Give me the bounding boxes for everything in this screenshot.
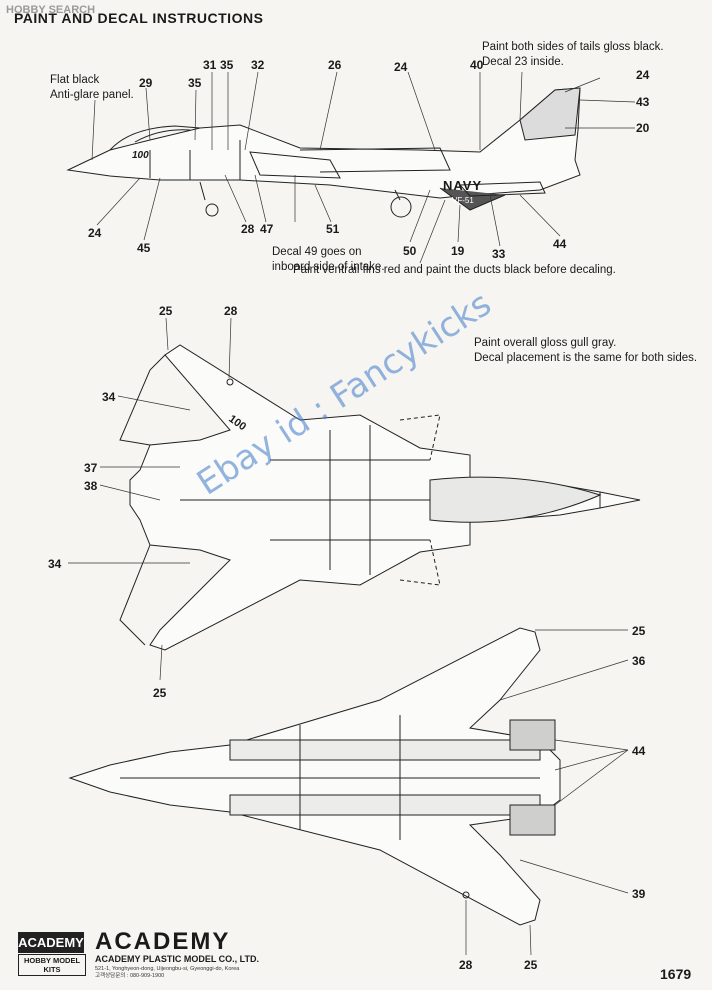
callout-43: 43 <box>636 95 650 109</box>
callout-28-top: 28 <box>224 304 238 318</box>
side-view-drawing <box>66 87 581 218</box>
callout-25: 25 <box>159 304 173 318</box>
callout-51: 51 <box>326 222 340 236</box>
callout-36: 36 <box>632 654 646 668</box>
academy-logo: ACADEMY <box>95 928 231 955</box>
callout-28-bottom: 28 <box>459 958 473 972</box>
callout-47: 47 <box>260 222 274 236</box>
callout-24-c: 24 <box>88 226 102 240</box>
academy-brand-box: ACADEMY <box>18 932 84 953</box>
callout-25-b: 25 <box>153 686 167 700</box>
callout-25-c: 25 <box>632 624 646 638</box>
callout-34-b: 34 <box>48 557 62 571</box>
callout-35: 35 <box>188 76 202 90</box>
callout-44-b: 44 <box>632 744 646 758</box>
callout-19: 19 <box>451 244 465 258</box>
callout-32: 32 <box>251 58 265 72</box>
hobby-search-watermark: HOBBY SEARCH <box>6 4 96 16</box>
callout-26: 26 <box>328 58 342 72</box>
page-title: PAINT AND DECAL INSTRUCTIONS <box>14 10 264 26</box>
callout-38: 38 <box>84 479 98 493</box>
callout-28: 28 <box>241 222 255 236</box>
callout-24-b: 24 <box>636 68 650 82</box>
callout-45: 45 <box>137 241 151 255</box>
kit-number: 1679 <box>660 966 692 982</box>
intake-note: Decal 49 goes on inboard side of intake. <box>272 246 385 273</box>
fuselage-navy-marking: NAVY <box>443 178 483 193</box>
overall-paint-note: Paint overall gloss gull gray. Decal pla… <box>474 337 698 364</box>
bottom-view-drawing <box>68 627 561 926</box>
address-line: 521-1, Yonghyeon-dong, Uijeongbu-si, Gye… <box>95 966 240 972</box>
callout-34: 34 <box>102 390 116 404</box>
callout-40: 40 <box>470 58 484 72</box>
callout-35-b: 35 <box>220 58 234 72</box>
callout-20: 20 <box>636 121 650 135</box>
callout-31: 31 <box>203 58 217 72</box>
hobby-model-kits-label: HOBBY MODEL KITS <box>18 954 86 976</box>
callout-37: 37 <box>84 461 98 475</box>
callout-39: 39 <box>632 887 646 901</box>
antiglare-note: Flat black Anti-glare panel. <box>50 74 134 101</box>
company-address: 521-1, Yonghyeon-dong, Uijeongbu-si, Gye… <box>95 966 239 979</box>
side-nose-number: 100 <box>132 150 149 161</box>
callout-33: 33 <box>492 247 506 261</box>
ventral-fin-marking: VF-51 <box>452 196 474 205</box>
tails-note: Paint both sides of tails gloss black. D… <box>482 41 664 68</box>
company-name: ACADEMY PLASTIC MODEL CO., LTD. <box>95 954 260 964</box>
callout-50: 50 <box>403 244 417 258</box>
callout-44: 44 <box>553 237 567 251</box>
callout-24: 24 <box>394 60 408 74</box>
callout-29: 29 <box>139 76 153 90</box>
phone-line: 고객상담문의 : 080-909-1900 <box>95 972 165 979</box>
top-view-drawing <box>119 344 641 651</box>
ventral-note: Paint ventrail fins red and paint the du… <box>293 264 616 276</box>
callout-25-d: 25 <box>524 958 538 972</box>
